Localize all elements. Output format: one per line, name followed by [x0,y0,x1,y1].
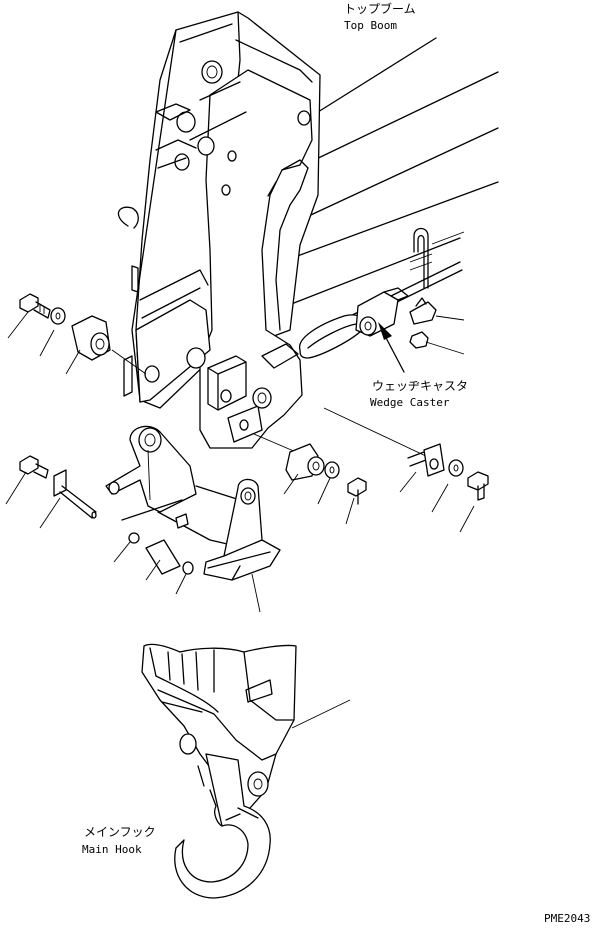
main-hook-icon [141,643,351,899]
top-boom-jp-label: トップブーム [344,1,416,16]
bracket-icon [5,425,281,613]
top-boom-icon [117,11,499,449]
label-main-hook: メインフック Main Hook [82,825,156,856]
drawing-code: PME2043 [544,912,590,925]
main-hook-en-label: Main Hook [82,843,142,856]
main-hook-jp-label: メインフック [84,825,156,839]
wedge-caster-en-label: Wedge Caster [370,396,450,409]
bolt-icon [7,293,147,375]
wedge-caster-icon [299,227,465,373]
label-top-boom: トップブーム Top Boom [344,1,416,32]
washer-icon [253,433,367,525]
top-boom-en-label: Top Boom [344,19,397,32]
pin-icon [323,407,489,533]
wedge-caster-jp-label: ウェッヂキャスタ [372,379,468,393]
label-wedge-caster: ウェッヂキャスタ Wedge Caster [370,379,468,409]
